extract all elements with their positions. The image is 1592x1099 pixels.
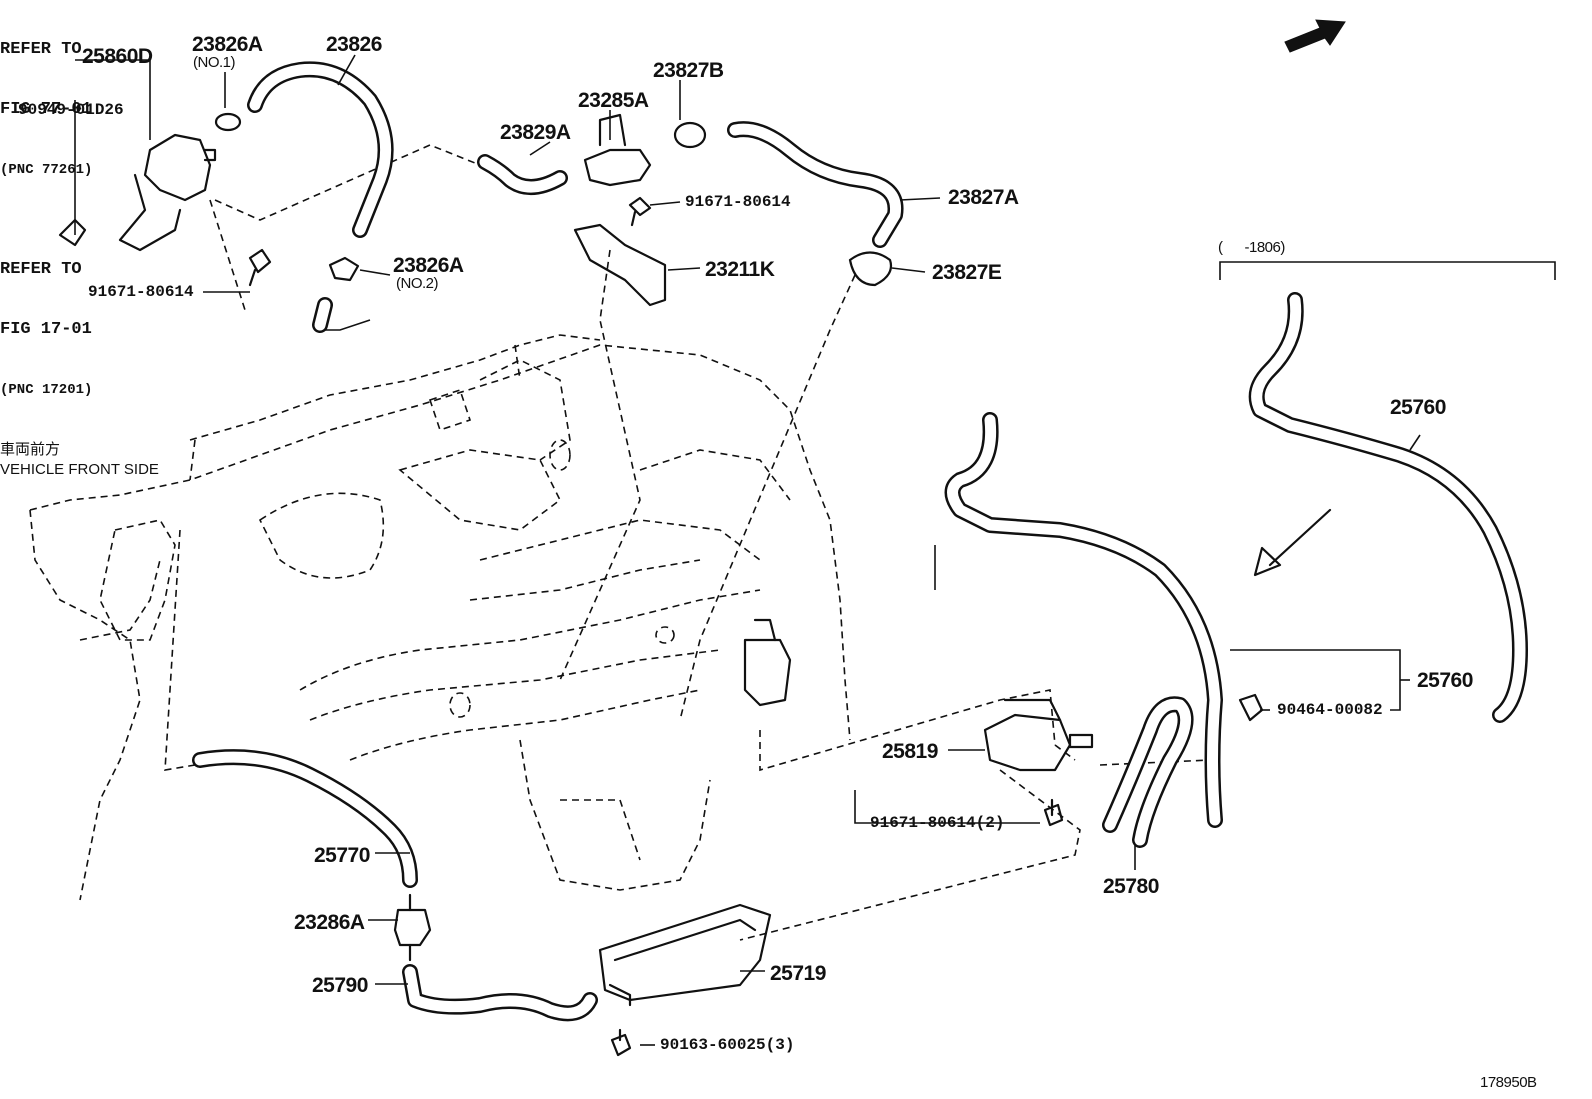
refer-note-1-line1: REFER TO xyxy=(0,40,82,59)
components xyxy=(58,112,1264,1057)
part-25780[interactable]: 25780 xyxy=(1103,875,1159,898)
part-23286A[interactable]: 23286A xyxy=(294,911,365,934)
vehicle-front-arrow-icon xyxy=(1284,19,1346,53)
vehicle-front-en: VEHICLE FRONT SIDE xyxy=(0,461,159,478)
engine-outline xyxy=(29,334,851,901)
part-23285A[interactable]: 23285A xyxy=(578,89,649,112)
vehicle-front-jp: 車両前方 xyxy=(0,441,61,458)
part-25760-top[interactable]: 25760 xyxy=(1390,396,1446,419)
vehicle-front-label: 車両前方 VEHICLE FRONT SIDE xyxy=(0,440,1592,480)
part-23826A-no1[interactable]: 23826A xyxy=(192,33,263,56)
part-23829A[interactable]: 23829A xyxy=(500,121,571,144)
part-91671-80614-2[interactable]: 91671-80614(2) xyxy=(870,814,1005,832)
part-25860D[interactable]: 25860D xyxy=(82,45,153,68)
refer-note-1-line3: (PNC 77261) xyxy=(0,162,93,178)
hoses xyxy=(192,61,1528,1022)
refer-note-1: REFER TO FIG 77-01 (PNC 77261) xyxy=(0,0,1592,220)
figure-id: 178950B xyxy=(1480,1074,1537,1091)
refer-note-1-line2[interactable]: FIG 77-01 xyxy=(0,100,92,119)
part-25819[interactable]: 25819 xyxy=(882,740,938,763)
part-23827B[interactable]: 23827B xyxy=(653,59,724,82)
part-23826A-no2-note: (NO.2) xyxy=(396,275,439,292)
part-25790[interactable]: 25790 xyxy=(312,974,368,997)
part-23826[interactable]: 23826 xyxy=(326,33,382,56)
part-90163-60025[interactable]: 90163-60025(3) xyxy=(660,1036,795,1054)
refer-note-2: REFER TO FIG 17-01 (PNC 17201) xyxy=(0,220,1592,440)
part-90949-01D26[interactable]: 90949-01D26 xyxy=(18,101,124,119)
part-25760-mid[interactable]: 25760 xyxy=(1417,669,1473,692)
part-25770[interactable]: 25770 xyxy=(314,844,370,867)
part-23826A-no2[interactable]: 23826A xyxy=(393,254,464,277)
refer-note-2-line2[interactable]: FIG 17-01 xyxy=(0,320,92,339)
part-90464-00082[interactable]: 90464-00082 xyxy=(1277,701,1383,719)
assembly-lines xyxy=(164,144,1211,941)
part-23827A[interactable]: 23827A xyxy=(948,186,1019,209)
date-range-note: ( -1806) xyxy=(1218,239,1285,256)
flow-arrow xyxy=(1253,508,1332,577)
engine-ports xyxy=(449,439,675,718)
date-range-bracket xyxy=(1219,261,1556,280)
part-23211K[interactable]: 23211K xyxy=(705,258,775,281)
part-23827E[interactable]: 23827E xyxy=(932,261,1002,284)
refer-note-2-line1: REFER TO xyxy=(0,260,82,279)
part-23826A-no1-note: (NO.1) xyxy=(193,54,236,71)
part-91671-80614-left[interactable]: 91671-80614 xyxy=(88,283,194,301)
leader-lines xyxy=(74,54,1421,1046)
part-25719[interactable]: 25719 xyxy=(770,962,826,985)
refer-note-2-line3: (PNC 17201) xyxy=(0,382,93,398)
part-91671-80614-mid[interactable]: 91671-80614 xyxy=(685,193,791,211)
